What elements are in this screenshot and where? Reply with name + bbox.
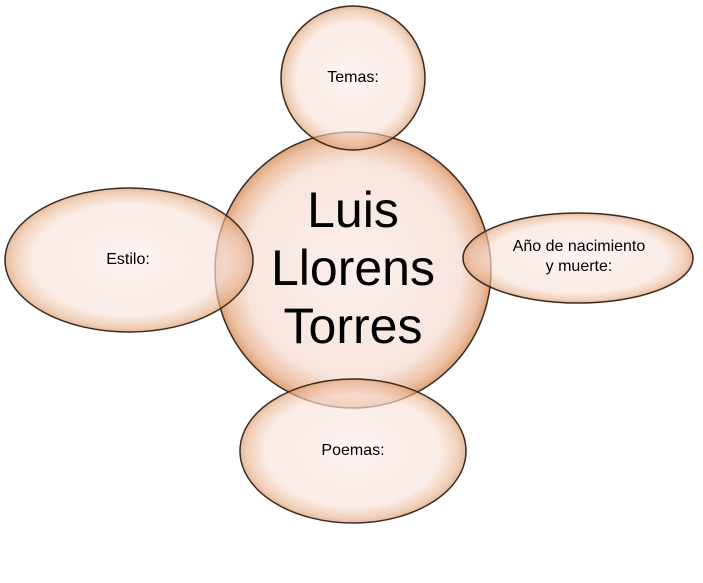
top-circle xyxy=(280,5,426,151)
topic-nacimiento-line-1: Año de nacimiento xyxy=(512,238,646,255)
bottom-ellipse xyxy=(239,378,467,524)
topic-estilo: Estilo: xyxy=(106,251,150,268)
center-line-1: Luis xyxy=(307,182,399,238)
topic-poemas: Poemas: xyxy=(321,442,385,459)
topic-temas: Temas: xyxy=(327,69,379,86)
topic-nacimiento-muerte: Año de nacimiento y muerte: xyxy=(513,237,646,277)
topic-nacimiento-line-2: y muerte: xyxy=(545,258,613,275)
right-ellipse xyxy=(462,212,694,304)
center-line-2: Llorens xyxy=(271,240,435,296)
center-line-3: Torres xyxy=(283,298,423,354)
left-ellipse xyxy=(4,187,254,333)
center-title: Luis Llorens Torres xyxy=(271,181,435,355)
